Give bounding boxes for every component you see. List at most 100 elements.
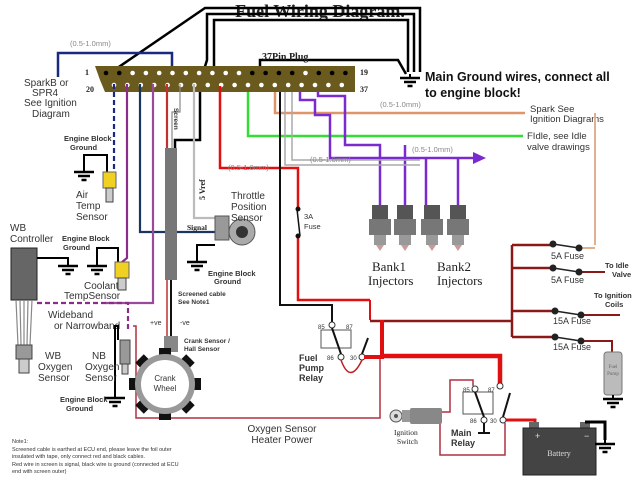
crank-sensor-label-2: Hall Sensor [184,346,220,353]
bank2-label-2: Injectors [437,273,482,288]
plug-pin [289,70,295,76]
note-line-4: end with screen outer) [12,469,67,475]
injector-gauge: (0.5-1.0mm) [412,145,453,154]
fpr-label-1: Fuel [299,353,318,363]
plug-pin [103,70,109,76]
fuse-15a-label-1: 15A Fuse [553,316,591,326]
wb-oxygen-sensor-icon [15,344,33,374]
plug-pin [312,82,318,88]
plug-pin [205,82,211,88]
ground-icon [85,260,109,276]
sparkb-gauge: (0.5-1.0mm) [70,39,111,48]
svg-text:−: − [584,431,589,441]
fuse-5a-label-1: 5A Fuse [551,251,584,261]
coolant-ground-label-2: Ground [63,243,90,252]
plug-pin [210,70,215,76]
fpr-pin-85: 85 [318,325,325,331]
plug-pin [303,70,308,76]
nb-sensor-label-2: Oxygen [85,362,119,373]
ground-icon [185,256,209,272]
crank-wheel-icon [129,348,201,420]
pin-1-label: 1 [85,68,89,77]
injector-3 [421,205,443,251]
plug-pin [130,70,135,76]
fuse-3a-icon [295,206,301,239]
screen-label: Screen [172,108,179,130]
wideband-signal-wire [37,301,130,330]
to-coils-label-2: Coils [605,300,623,309]
air-ground-label-2: Ground [70,143,97,152]
main-relay-label-2: Relay [451,438,475,448]
sparkb-label-2: SPR4 [32,88,59,99]
plug-pin [329,70,335,76]
fuse-3a-label-2: Fuse [304,222,321,231]
plug-pin [178,82,184,88]
relay-control-wire [279,92,333,322]
signal-label: Signal [187,223,207,232]
plug-pin [156,70,162,76]
pin-20-label: 20 [86,85,94,94]
plug-pin [263,70,268,76]
crank-ring [135,354,195,414]
plug-pin [143,70,149,76]
note: Note1: Screened cable is earthed at ECU … [12,439,179,475]
ground-icon [103,392,127,408]
crank-wheel-label-2: Wheel [154,384,177,393]
wb-controller-label-1: WB [10,223,26,234]
svg-text:+: + [535,431,540,441]
injector-1 [369,205,391,251]
wb-cable [15,299,33,346]
fuel-pump-label-2: Pump [607,372,619,377]
coolant-sensor-icon [114,261,130,291]
pin-19-label: 19 [360,68,368,77]
plug-pin [223,70,228,76]
plug-pin [117,70,122,76]
nb-ground-label-2: Ground [66,404,93,413]
air-ground-wire [83,154,108,172]
switched-12v-wires [274,86,420,166]
fuse-5a-label-2: 5A Fuse [551,275,584,285]
throttle-label-3: Sensor [231,213,263,224]
spark-wire [273,86,525,115]
air-temp-label-1: Air [76,190,89,201]
battery-ground-icon [593,438,617,454]
wideband-label-2: or Narrowband [54,321,120,332]
throttle-ground-wire [196,244,215,258]
wb-controller-label-2: Controller [10,234,54,245]
fuse-15a-label-2: 15A Fuse [553,342,591,352]
to-idle-label-2: Valve [612,270,631,279]
fpr-pin-86: 86 [327,356,334,362]
main-relay [439,379,511,456]
fidle-label-1: FIdle, see Idle [527,131,587,142]
throttle-label-1: Throttle [231,191,265,202]
spark-gauge: (0.5-1.0mm) [380,100,421,109]
coolant-label-2: TempSensor [64,291,121,302]
to-idle-label-1: To Idle [605,261,629,270]
main-ground-label-1: Main Ground wires, connect all [425,70,610,84]
coolant-label-1: Coolant [84,281,119,292]
plug-pin [232,82,237,88]
neg-label: -ve [180,320,190,327]
vref-label: 5 Vref [198,179,207,200]
plug-pin [183,70,189,76]
main-ground-label-2: to engine block! [425,86,521,100]
main-ground-icon [398,72,422,88]
plug-pin [245,82,251,88]
plug-pin [250,70,255,76]
wb-controller [10,247,38,301]
wb-ground-wire [37,257,69,264]
coolant-ground-wire [96,247,119,264]
fuse-5a-2 [548,263,584,277]
plug-pin [326,82,331,88]
wideband-label-1: Wideband [48,310,93,321]
nb-sensor-label-1: NB [92,351,106,362]
sparkb-wire [56,51,174,77]
battery-label: Battery [547,449,571,458]
mr-pin-86: 86 [470,419,477,425]
wb-sensor-label-1: WB [45,351,61,362]
bank2-label-1: Bank2 [437,259,471,274]
ignition-switch-icon[interactable] [389,408,442,424]
air-temp-label-2: Temp [76,201,101,212]
